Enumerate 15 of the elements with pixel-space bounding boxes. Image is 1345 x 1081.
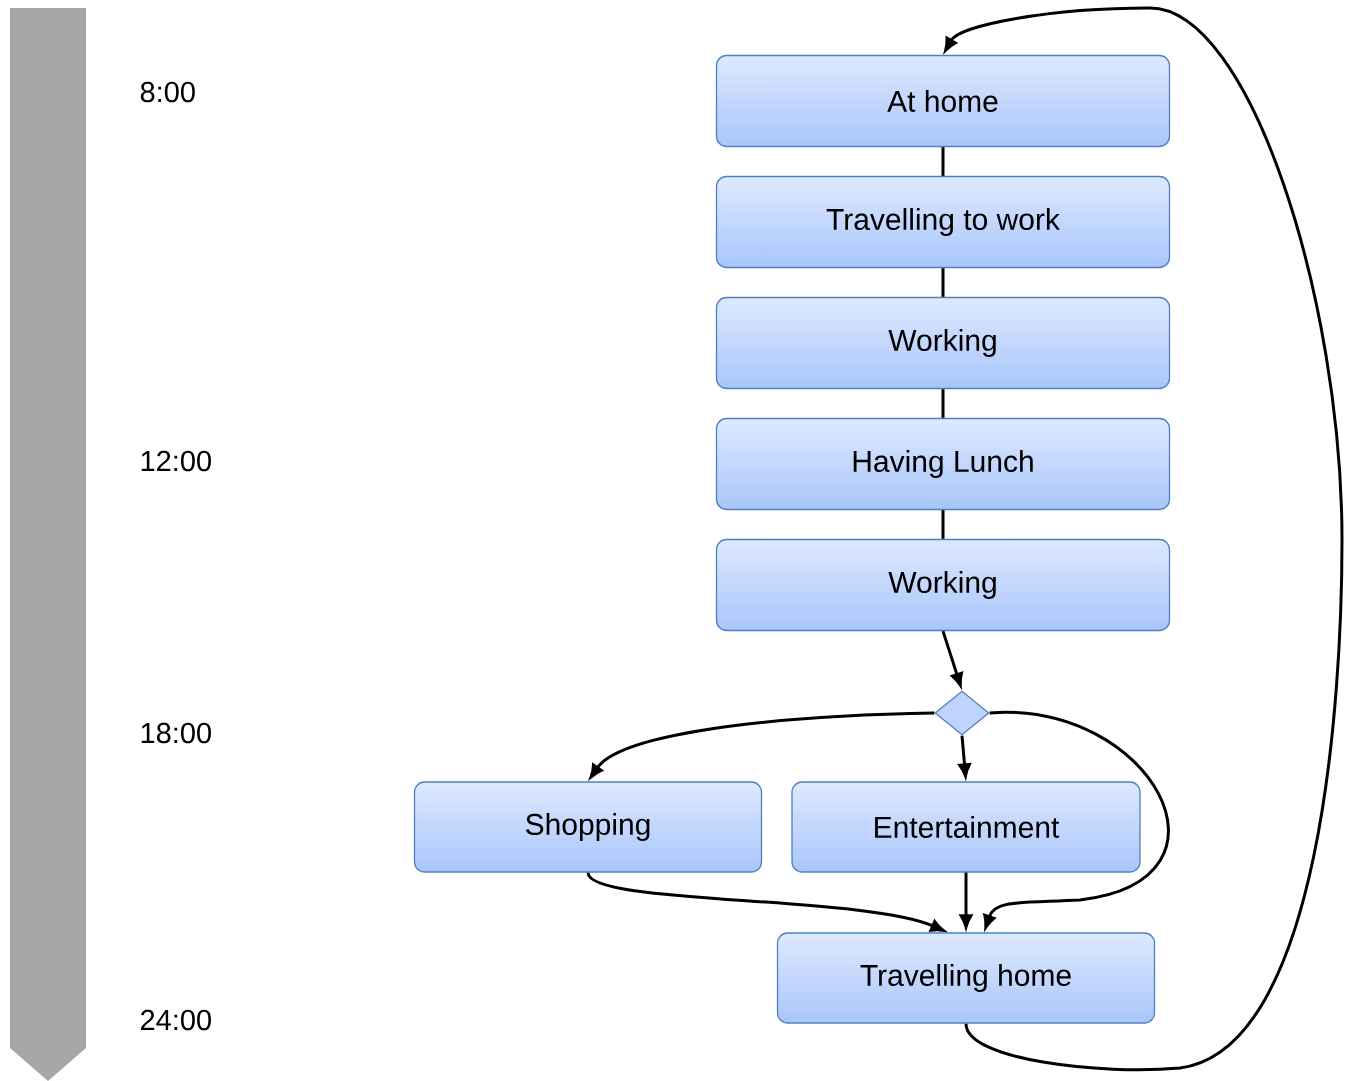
arrow [586,871,945,932]
activity-box: Working [715,538,1171,632]
decision-diamond [934,690,990,736]
activity-box: Working [715,296,1171,390]
activity-box: Travelling to work [715,175,1171,269]
time-label: 18:00 [141,722,211,744]
activity-box: Shopping [413,781,763,873]
activity-box: Having Lunch [715,417,1171,511]
time-label: 8:00 [140,81,195,103]
time-label: 12:00 [141,450,211,472]
activity-box: At home [715,54,1171,148]
time-label: 24:00 [141,1009,211,1031]
arrow [944,6,1344,1072]
arrow [589,711,935,779]
activity-box: Travelling home [776,932,1156,1024]
